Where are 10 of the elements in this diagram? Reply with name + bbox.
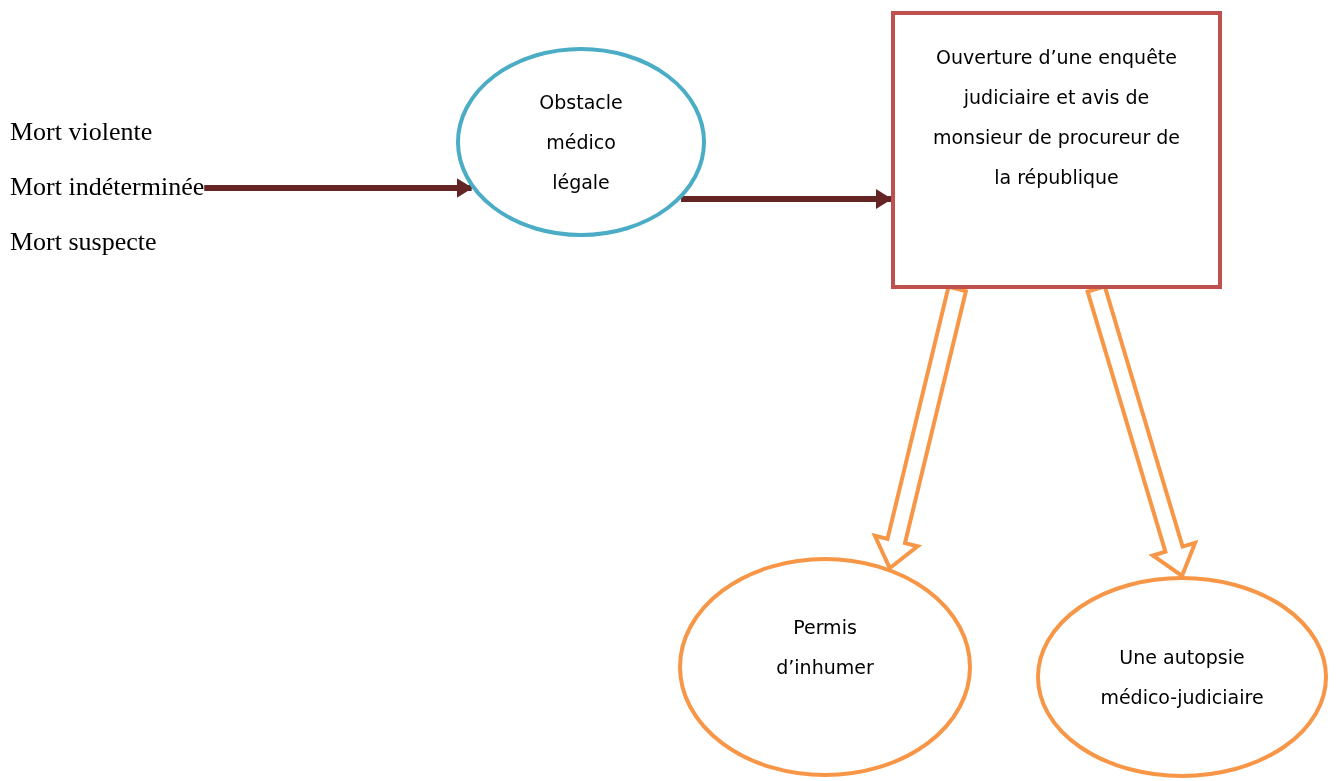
text-label: Mort violente — [10, 118, 153, 146]
box-text: Ouverture d’une enquête judiciaire et avis de monsieur de procureur de la république — [932, 45, 1181, 190]
ellipse-text: Permis d’inhumer — [775, 615, 875, 680]
ellipse-text: Obstacle médico légale — [538, 90, 624, 195]
arrow — [204, 178, 473, 198]
text-label: Mort indéterminée — [10, 173, 205, 201]
ellipse-text: Une autopsie médico-judiciaire — [1099, 645, 1265, 710]
process-box — [891, 11, 1222, 289]
text-label: Mort suspecte — [10, 228, 157, 256]
arrow — [681, 189, 892, 209]
